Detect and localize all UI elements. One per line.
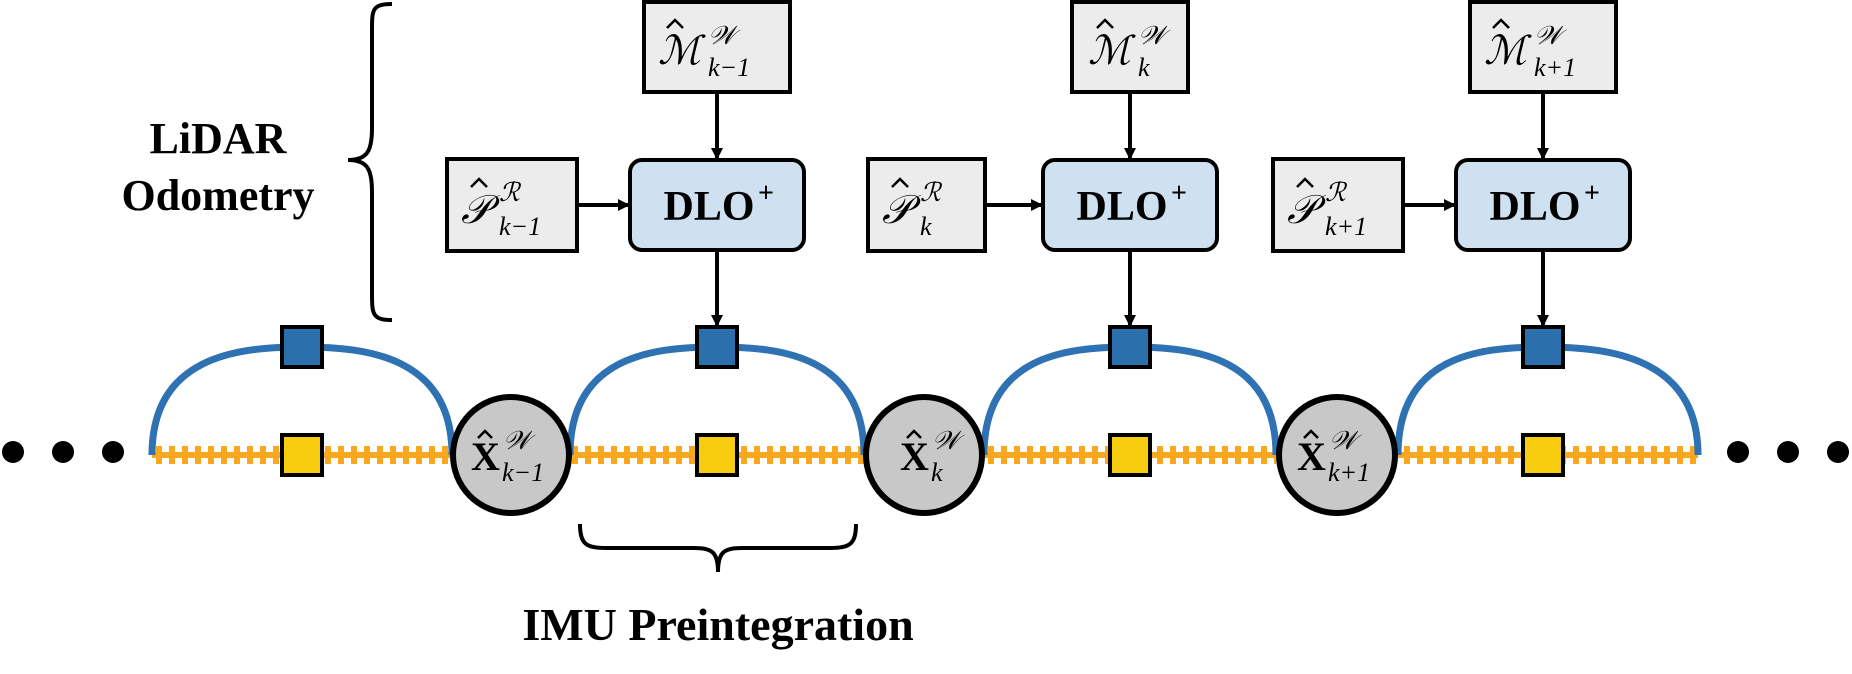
hat-accent (906, 429, 922, 439)
dlo-box (1454, 158, 1632, 252)
ellipsis-left (2, 441, 124, 463)
pointcloud-box (445, 157, 579, 253)
factor-segment (148, 325, 456, 477)
factor-segments (148, 325, 1702, 477)
pointcloud-superscript: ℛ (920, 178, 943, 208)
pointcloud-subscript: k−1 (499, 212, 541, 241)
pointcloud-superscript: ℛ (1325, 178, 1348, 208)
dlo-superscript: + (758, 178, 774, 209)
hat-accent (1096, 18, 1114, 29)
dlo-label: DLO (663, 184, 754, 230)
pointcloud-box (866, 157, 987, 253)
dlo-superscript: + (1171, 178, 1187, 209)
map-box (1468, 0, 1618, 94)
lidar-label: LiDAR (150, 114, 288, 163)
dlo-label: DLO (1076, 184, 1167, 230)
odometry-label: Odometry (121, 171, 314, 220)
state-subscript: k (931, 458, 943, 487)
imu-brace (578, 523, 858, 573)
imu-factor (695, 433, 739, 477)
state-symbol: X (471, 434, 500, 479)
odometry-factor (1108, 325, 1152, 369)
odometry-factor (280, 325, 324, 369)
map-symbol: ℳ (1484, 28, 1532, 74)
hat-accent (1296, 177, 1314, 188)
odometry-factor (1521, 325, 1565, 369)
factor-segment (566, 325, 868, 477)
ellipsis-right (1727, 441, 1849, 463)
state-node-circle (1276, 394, 1398, 516)
state-symbol: X (1297, 434, 1326, 479)
map-box (1070, 0, 1190, 94)
state-subscript: k−1 (502, 458, 544, 487)
map-subscript: k (1138, 53, 1150, 82)
state-subscript: k+1 (1328, 458, 1370, 487)
state-symbol: X (900, 434, 929, 479)
pointcloud-subscript: k (920, 212, 932, 241)
dlo-box (628, 158, 806, 252)
state-node-circle (450, 394, 572, 516)
factor-segment (980, 325, 1280, 477)
map-symbol: ℳ (658, 28, 706, 74)
hat-accent (1303, 429, 1319, 439)
imu-factor (280, 433, 324, 477)
map-symbol: ℳ (1088, 28, 1136, 74)
map-subscript: k+1 (1534, 53, 1576, 82)
map-box (642, 0, 792, 94)
imu-factor (1521, 433, 1565, 477)
odometry-factor (695, 325, 739, 369)
factor-segment (1394, 325, 1702, 477)
hat-accent (470, 177, 488, 188)
map-subscript: k−1 (708, 53, 750, 82)
dlo-label: DLO (1489, 184, 1580, 230)
hat-accent (477, 429, 493, 439)
hat-accent (666, 18, 684, 29)
lidar-brace (347, 2, 393, 322)
pointcloud-subscript: k+1 (1325, 212, 1367, 241)
dlo-superscript: + (1584, 178, 1600, 209)
lidar-odometry-group: LiDAR Odometry (121, 2, 393, 322)
imu-preintegration-group: IMU Preintegration (522, 523, 914, 650)
dlo-box (1041, 158, 1219, 252)
state-node-circle (863, 394, 985, 516)
pointcloud-superscript: ℛ (499, 178, 522, 208)
hat-accent (1492, 18, 1510, 29)
hat-accent (891, 177, 909, 188)
imu-factor (1108, 433, 1152, 477)
imu-preintegration-label: IMU Preintegration (522, 599, 913, 650)
pointcloud-box (1271, 157, 1405, 253)
